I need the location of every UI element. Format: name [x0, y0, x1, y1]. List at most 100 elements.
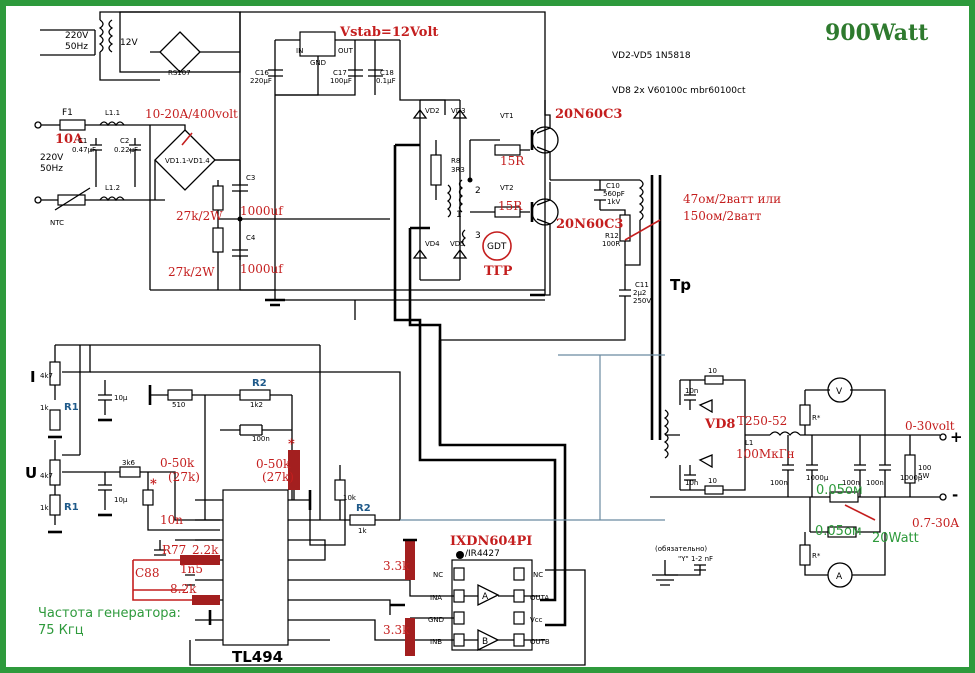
svg-text:0.1µF: 0.1µF: [376, 77, 396, 85]
svg-text:+: +: [950, 428, 963, 446]
driver-ic: [390, 538, 545, 656]
svg-text:R8: R8: [451, 157, 460, 165]
note-vstab: Vstab=12Volt: [339, 25, 438, 40]
svg-text:12V: 12V: [120, 38, 138, 48]
svg-text:4k7: 4k7: [40, 372, 53, 380]
svg-text:R*: R*: [812, 552, 821, 560]
svg-text:10n: 10n: [160, 513, 183, 527]
svg-text:(27k): (27k): [168, 470, 200, 484]
svg-text:A: A: [836, 572, 843, 582]
svg-text:15R: 15R: [500, 154, 525, 168]
svg-text:0-50k: 0-50k: [256, 457, 291, 471]
svg-text:15R: 15R: [498, 199, 523, 213]
svg-text:0.05ом: 0.05ом: [816, 483, 863, 498]
svg-text:1000uf: 1000uf: [240, 262, 284, 276]
svg-text:VD4: VD4: [425, 240, 440, 248]
tl494-chip: [222, 489, 289, 646]
svg-text:560pF: 560pF: [603, 190, 625, 198]
svg-text:2µ2: 2µ2: [633, 289, 646, 297]
svg-text:B: B: [482, 637, 488, 647]
svg-text:TL494: TL494: [232, 648, 283, 666]
svg-text:ТГР: ТГР: [484, 264, 513, 279]
svg-text:1000uf: 1000uf: [240, 204, 284, 218]
svg-text:OUTB: OUTB: [530, 638, 550, 646]
svg-text:250V: 250V: [633, 297, 651, 305]
svg-text:2.2k: 2.2k: [192, 543, 219, 557]
svg-text:100n: 100n: [866, 479, 884, 487]
svg-text:"Y" 1-2 nF: "Y" 1-2 nF: [678, 555, 713, 563]
svg-text:1n5: 1n5: [180, 562, 203, 576]
svg-text:3.3k: 3.3k: [383, 559, 410, 573]
svg-text:1kV: 1kV: [607, 198, 621, 206]
svg-text:C11: C11: [635, 281, 649, 289]
svg-text:20Watt: 20Watt: [872, 531, 919, 546]
mains-input: [34, 119, 240, 290]
svg-text:VD5: VD5: [450, 240, 465, 248]
svg-text:C17: C17: [333, 69, 347, 77]
svg-text:1k2: 1k2: [250, 401, 263, 409]
svg-text:GND: GND: [310, 59, 326, 67]
svg-text:L1.1: L1.1: [105, 109, 120, 117]
svg-text:1k: 1k: [40, 404, 49, 412]
svg-text:R*: R*: [812, 414, 821, 422]
svg-text:INB: INB: [430, 638, 442, 646]
svg-text:220V: 220V: [40, 153, 64, 163]
svg-text:/IR4427: /IR4427: [465, 549, 500, 559]
svg-text:IN: IN: [296, 47, 303, 55]
svg-text:F1: F1: [62, 108, 73, 118]
svg-text:100МкГн: 100МкГн: [736, 447, 795, 461]
svg-text:10-20A/400volt: 10-20A/400volt: [145, 107, 238, 121]
svg-text:10A: 10A: [55, 132, 84, 147]
svg-text:100: 100: [918, 464, 931, 472]
aux-supply: [40, 11, 546, 320]
note-vd2-vd5: VD2-VD5 1N5818: [612, 51, 691, 61]
svg-text:20N60C3: 20N60C3: [555, 107, 622, 122]
svg-text:(обязательно): (обязательно): [655, 545, 707, 553]
svg-text:0.05ом: 0.05ом: [815, 524, 862, 539]
half-bridge: [412, 99, 662, 440]
svg-text:L1: L1: [745, 439, 753, 447]
output-section: [558, 354, 947, 588]
svg-text:1k: 1k: [358, 527, 367, 535]
svg-text:VD3: VD3: [451, 107, 466, 115]
svg-text:L1.2: L1.2: [105, 184, 120, 192]
svg-text:C2: C2: [120, 137, 129, 145]
svg-text:10: 10: [708, 367, 717, 375]
svg-text:VD1.1-VD1.4: VD1.1-VD1.4: [165, 157, 210, 165]
svg-text:220V: 220V: [65, 31, 89, 41]
svg-text:1000µ: 1000µ: [900, 474, 923, 482]
freq-label: Частота генератора:: [38, 606, 181, 621]
svg-text:C18: C18: [380, 69, 394, 77]
svg-text:150ом/2ватт: 150ом/2ватт: [683, 209, 762, 223]
svg-text:VD2: VD2: [425, 107, 440, 115]
labels: 900Watt VD2-VD5 1N5818 VD8 2x V60100c mb…: [25, 20, 963, 666]
svg-text:OUT: OUT: [338, 47, 354, 55]
svg-text:R2: R2: [356, 503, 371, 514]
svg-text:4k7: 4k7: [40, 472, 53, 480]
svg-text:5W: 5W: [918, 472, 929, 480]
voltage-regulator: [299, 31, 336, 57]
svg-text:10k: 10k: [343, 494, 357, 502]
svg-text:C16: C16: [255, 69, 269, 77]
svg-text:1k: 1k: [40, 504, 49, 512]
svg-text:3: 3: [475, 231, 481, 241]
fuse: [59, 119, 86, 131]
adj-resistor-2: [288, 450, 300, 490]
svg-text:GND: GND: [428, 616, 444, 624]
svg-text:10n: 10n: [685, 387, 698, 395]
svg-text:R1: R1: [64, 402, 79, 413]
svg-text:220µF: 220µF: [250, 77, 272, 85]
svg-text:3R3: 3R3: [451, 166, 465, 174]
voltmeter: [827, 377, 853, 403]
svg-text:VT1: VT1: [500, 112, 514, 120]
svg-text:VT2: VT2: [500, 184, 514, 192]
svg-text:R1: R1: [64, 502, 79, 513]
svg-text:100n: 100n: [252, 435, 270, 443]
control-section: [48, 344, 665, 666]
svg-text:50Hz: 50Hz: [40, 164, 63, 174]
svg-text:R2: R2: [252, 378, 267, 389]
svg-text:GDT: GDT: [487, 242, 507, 252]
svg-text:0.22µF: 0.22µF: [114, 146, 138, 154]
svg-text:3.3k: 3.3k: [383, 623, 410, 637]
svg-text:VD8: VD8: [704, 417, 735, 432]
